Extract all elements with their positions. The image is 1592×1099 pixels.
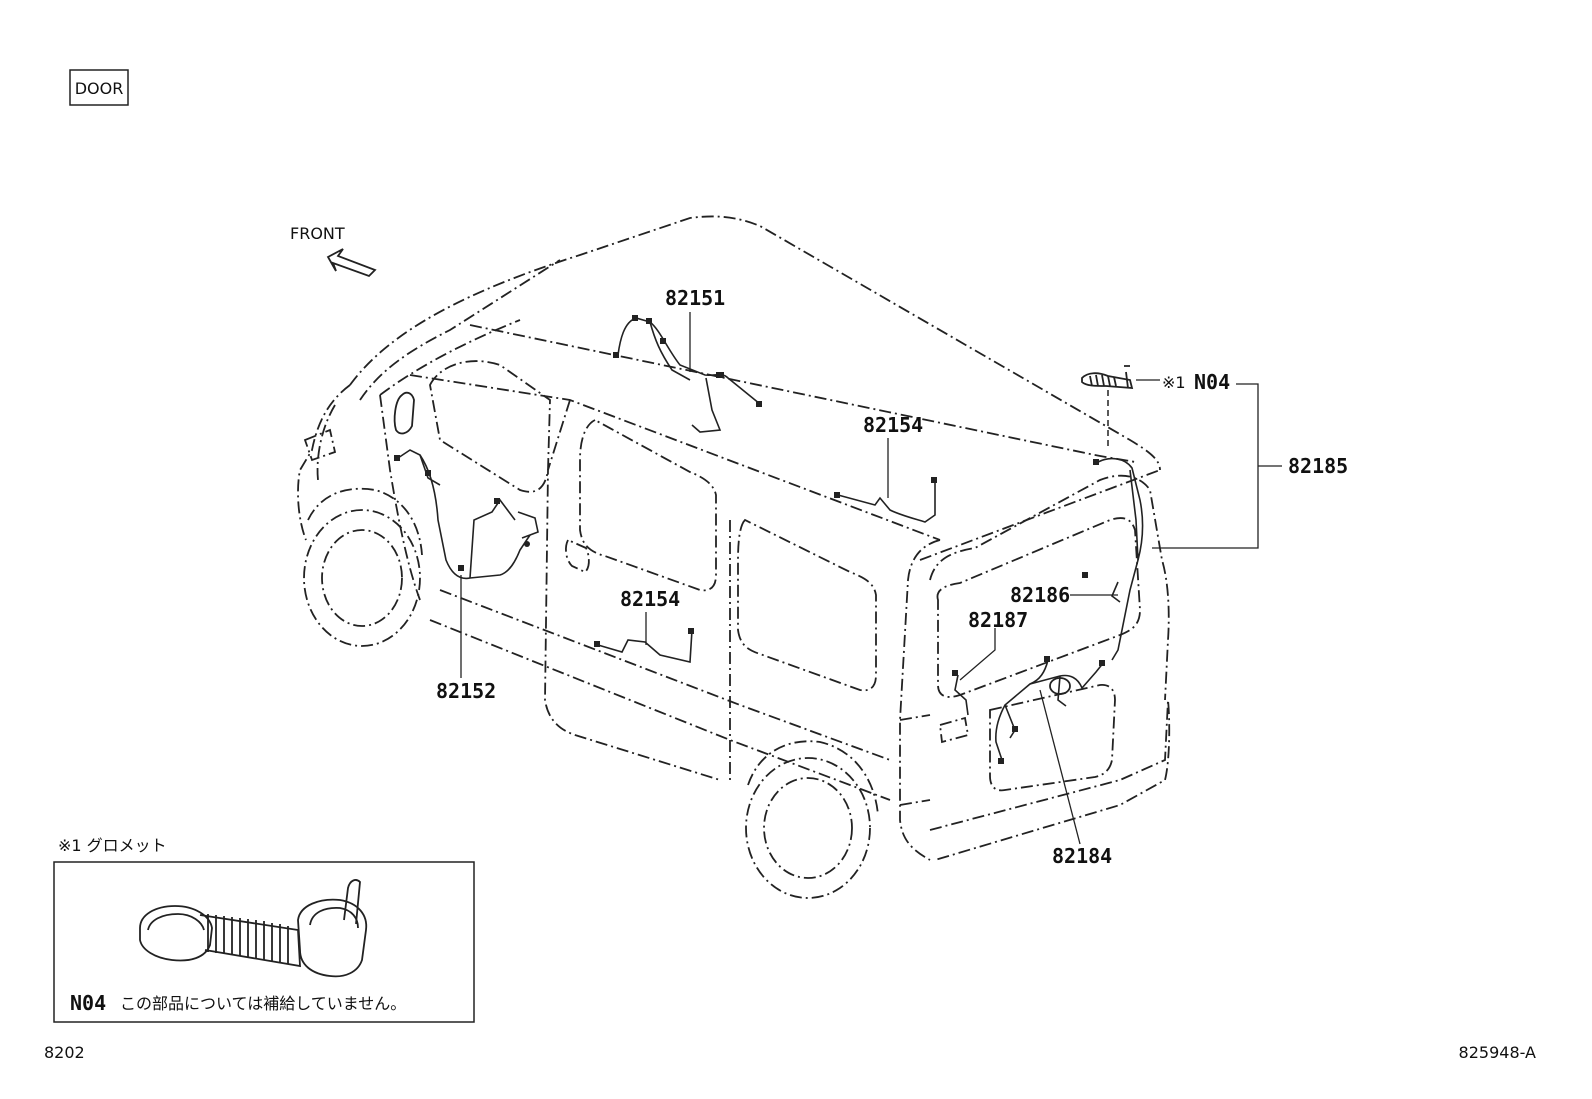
footer-left-code: 8202 — [44, 1043, 85, 1062]
grommet-icon — [139, 879, 368, 978]
front-wheel — [303, 487, 423, 647]
part-labels: 82151 82154 82154 82152 82185 82186 8218… — [436, 286, 1348, 868]
label-82184: 82184 — [1052, 844, 1112, 868]
label-n04-code: N04 — [1194, 370, 1230, 394]
harness-82154-roof — [834, 477, 937, 523]
harness-82154-side — [594, 628, 694, 663]
front-indicator: FRONT — [290, 224, 377, 278]
label-82154-side: 82154 — [620, 587, 680, 611]
front-label: FRONT — [290, 224, 345, 243]
harness-82187 — [952, 670, 969, 716]
harness-82184 — [995, 656, 1105, 764]
label-82152: 82152 — [436, 679, 496, 703]
door-badge-label: DOOR — [75, 79, 124, 98]
harness-82152 — [394, 449, 539, 580]
grommet-inset: ※1 グロメット N04 この部品については補給していません。 — [53, 836, 475, 1023]
leader-lines — [460, 312, 1282, 845]
rear-wheel — [745, 740, 879, 899]
label-82185: 82185 — [1288, 454, 1348, 478]
label-n04-mark: ※1 — [1162, 373, 1186, 392]
inset-note: この部品については補給していません。 — [120, 994, 406, 1013]
label-82186: 82186 — [1010, 583, 1070, 607]
label-82154-roof: 82154 — [863, 413, 923, 437]
inset-code: N04 — [70, 991, 106, 1015]
harness-82151 — [613, 315, 762, 433]
inset-frame — [53, 861, 475, 1023]
grommet-n04-small — [1081, 365, 1134, 450]
harness-82185 — [1082, 457, 1144, 661]
label-82151: 82151 — [665, 286, 725, 310]
van-body — [297, 215, 1171, 861]
inset-title: ※1 グロメット — [58, 836, 167, 855]
label-82187: 82187 — [968, 608, 1028, 632]
footer-right-code: 825948-A — [1459, 1043, 1537, 1062]
front-arrow-icon — [326, 248, 377, 278]
door-badge: DOOR — [69, 69, 129, 106]
